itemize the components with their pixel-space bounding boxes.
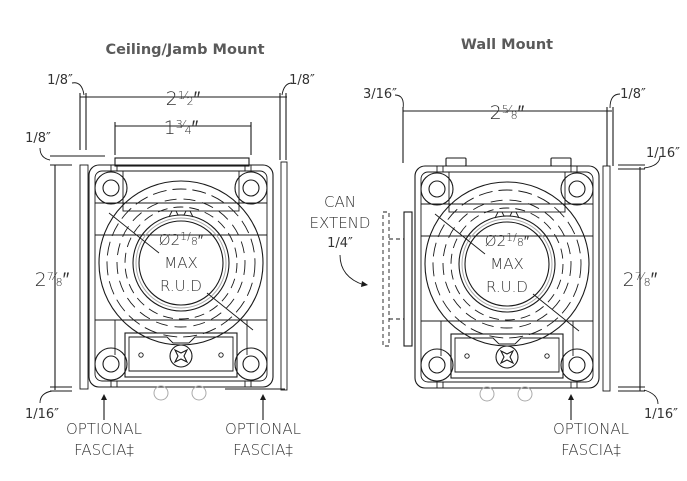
fascia-left xyxy=(79,164,89,390)
extend-note-value: 1/4″ xyxy=(327,236,353,251)
dim-top-gap: 1/8″ xyxy=(25,131,51,146)
rud-diameter-left: Ø21/8″ xyxy=(159,230,204,249)
dim-overall-width: 21⁄2″ xyxy=(166,88,201,110)
wall-fascia-label-2: FASCIA‡ xyxy=(561,441,621,459)
fascia-right xyxy=(280,161,288,391)
dim-inner-width: 13⁄4″ xyxy=(164,117,199,139)
fascia-label-right-1: OPTIONAL xyxy=(225,420,301,438)
ceiling-jamb-unit xyxy=(79,157,288,401)
extension-bracket xyxy=(403,211,413,347)
fascia-label-right-2: FASCIA‡ xyxy=(233,441,293,459)
wall-dim-left-gap: 3/16″ xyxy=(363,87,397,102)
rud-max-left: MAX xyxy=(164,254,197,272)
ceiling-jamb-dimensions xyxy=(39,82,293,420)
wall-dim-top-gap: 1/16″ xyxy=(646,146,680,161)
extend-note-2: EXTEND xyxy=(310,214,371,232)
rud-label-right: R.U.D xyxy=(486,278,528,296)
dim-right-gap: 1/8″ xyxy=(289,73,315,88)
extension-ghost xyxy=(382,211,390,347)
wall-dim-overall-width: 25⁄8″ xyxy=(490,102,525,124)
ceiling-jamb-title: Ceiling/Jamb Mount xyxy=(105,42,264,58)
rud-diameter-right: Ø21/8″ xyxy=(485,231,530,250)
wall-title: Wall Mount xyxy=(461,37,553,53)
cover-plate xyxy=(114,157,250,167)
extend-note-1: CAN xyxy=(324,193,356,211)
dim-left-gap: 1/8″ xyxy=(47,73,73,88)
wall-dim-bottom-gap: 1/16″ xyxy=(644,407,678,422)
wall-dimensions xyxy=(339,93,661,420)
dim-bottom-gap: 1/16″ xyxy=(25,407,59,422)
dim-height: 27⁄8″ xyxy=(35,269,70,291)
wall-fascia-label-1: OPTIONAL xyxy=(553,420,629,438)
fascia-label-left-2: FASCIA‡ xyxy=(74,441,134,459)
rud-max-right: MAX xyxy=(490,255,523,273)
wall-dim-right-gap: 1/8″ xyxy=(620,87,646,102)
rud-label-left: R.U.D xyxy=(160,277,202,295)
wall-fascia xyxy=(602,165,611,392)
fascia-label-left-1: OPTIONAL xyxy=(66,420,142,438)
